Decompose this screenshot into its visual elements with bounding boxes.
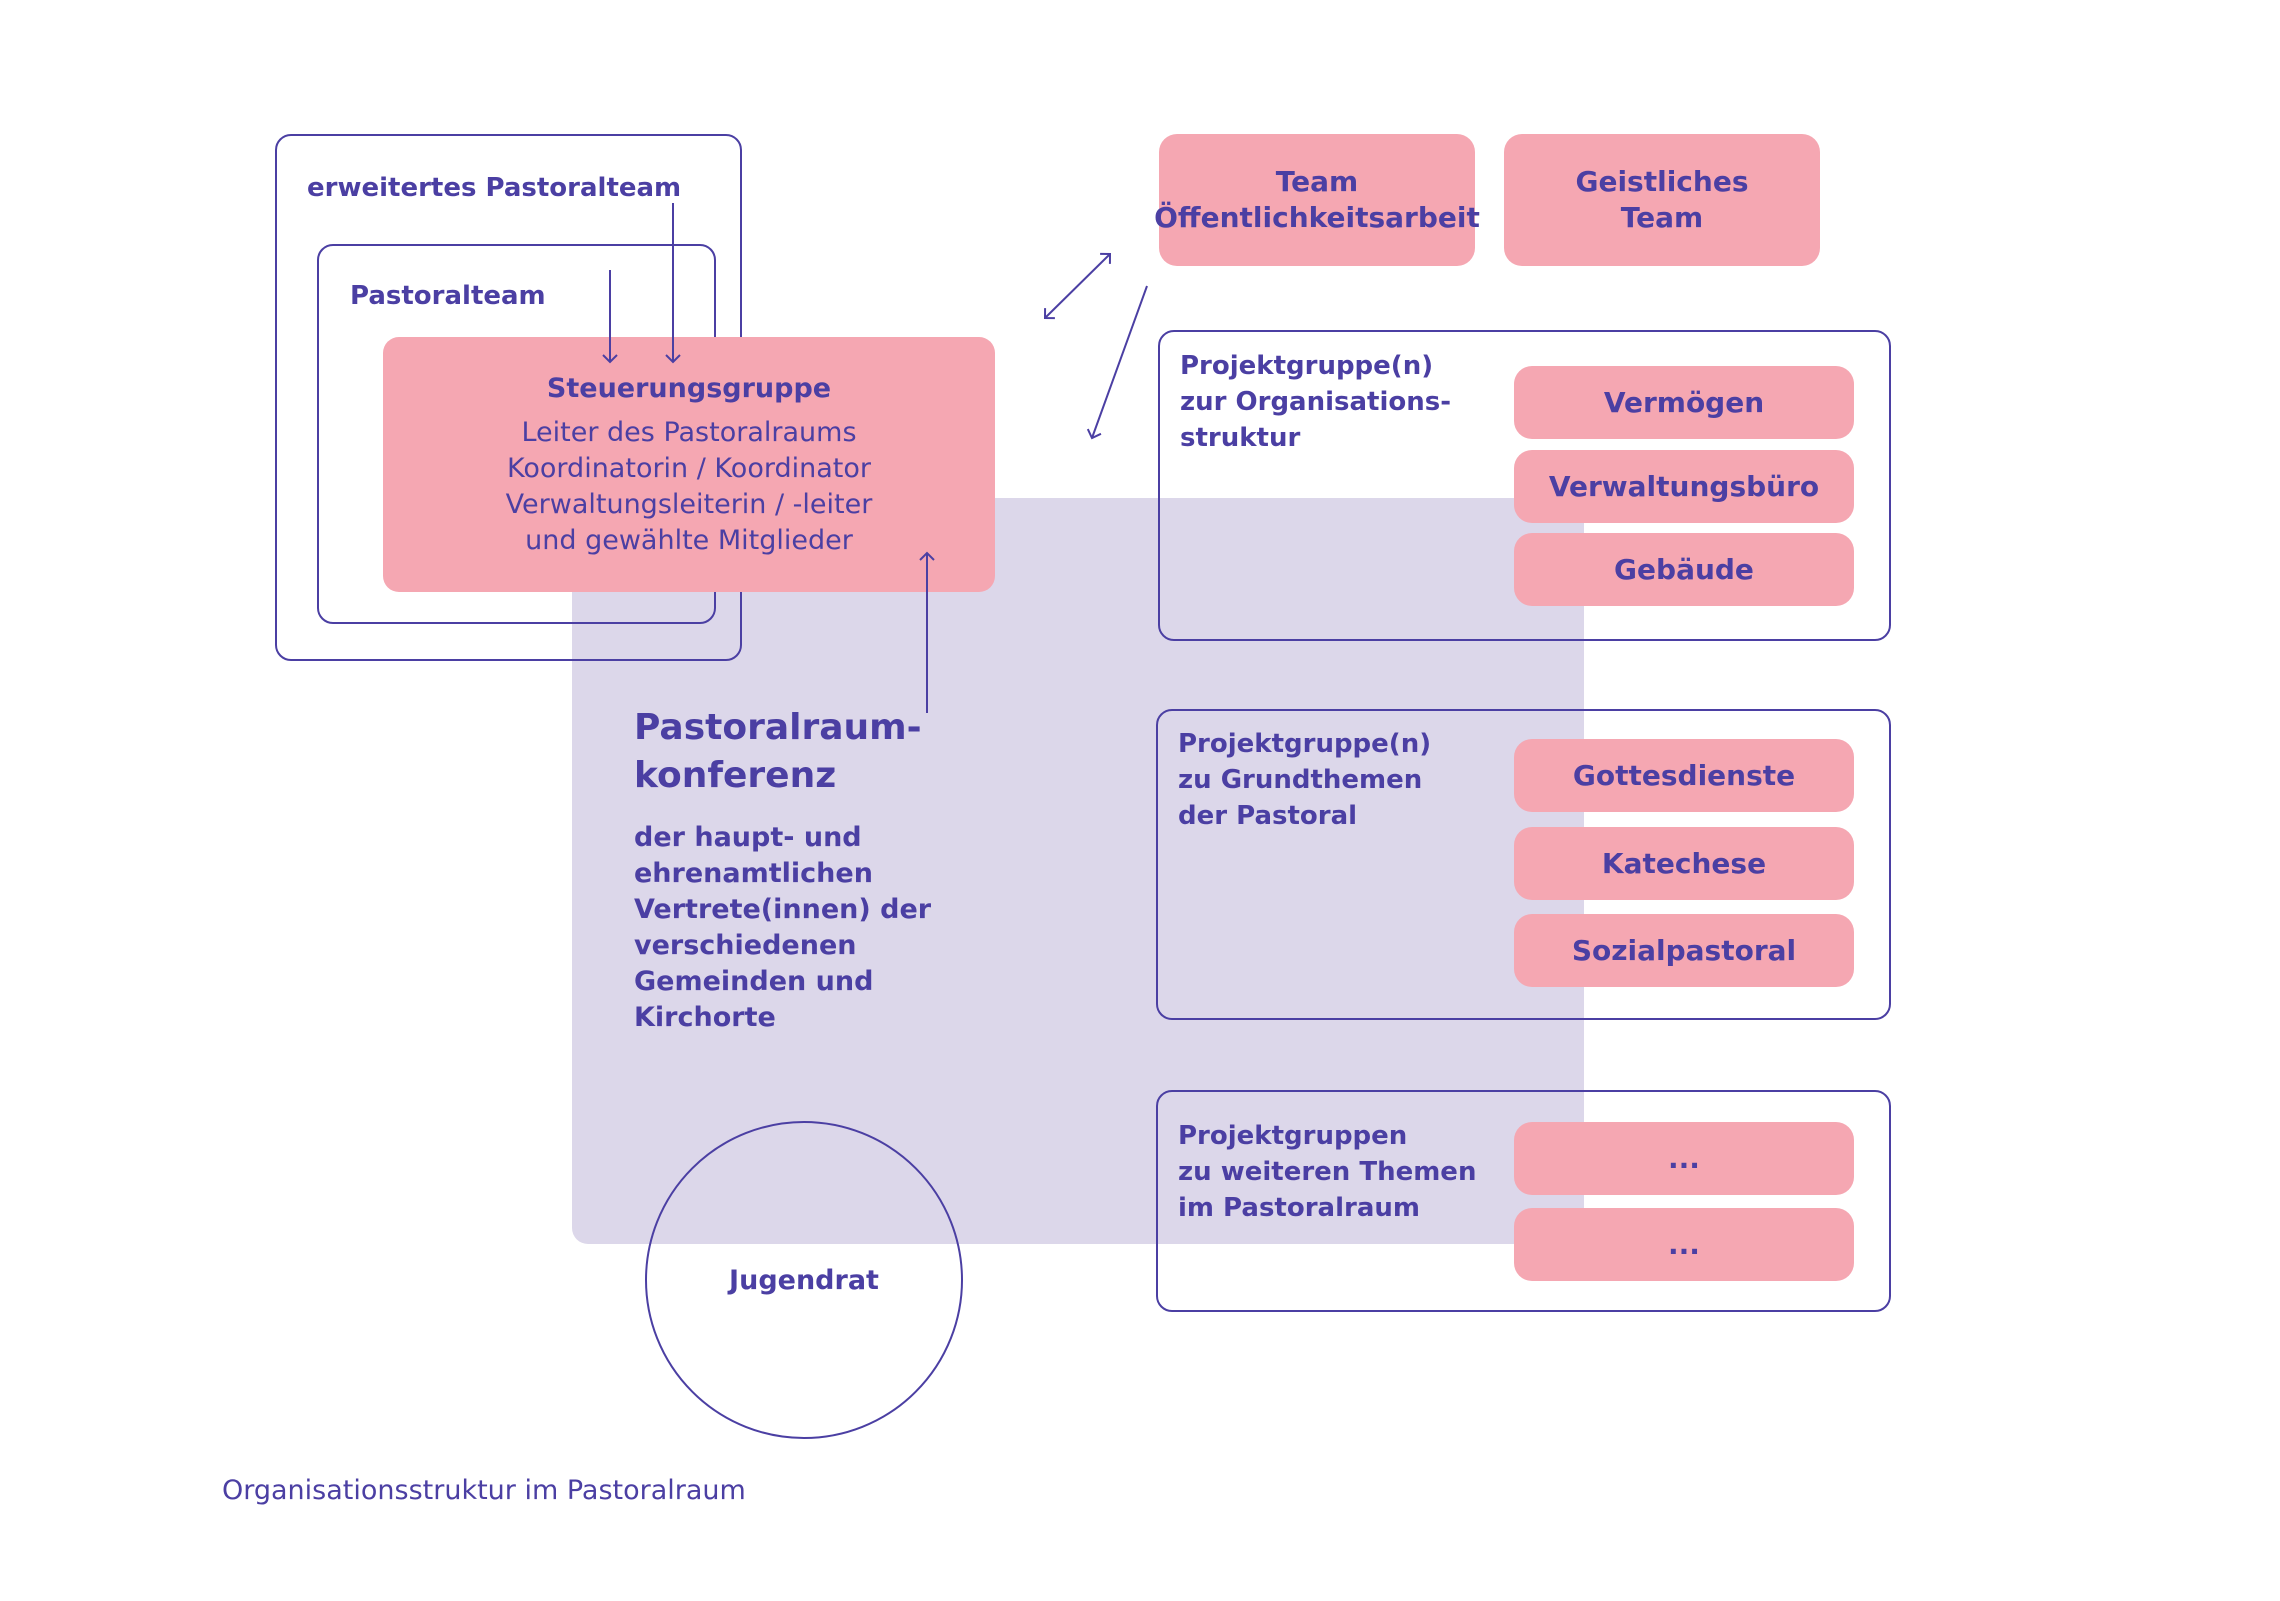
team-spiritual: Geistliches Team [1504,134,1820,266]
team-public-relations: Team Öffentlichkeitsarbeit [1154,134,1480,266]
steering-group-line: Verwaltungsleiterin / -leiter [505,489,873,520]
steering-group-line: Koordinatorin / Koordinator [507,453,871,484]
project-group-pastoral-label: Projektgruppe(n) zu Grundthemen der Past… [1178,729,1432,831]
arrow-to-steering-from-projects [1086,285,1148,440]
project-item: ... [1514,1122,1854,1195]
project-item: Katechese [1514,827,1854,900]
project-item: Sozialpastoral [1514,914,1854,987]
steering-group-line: Leiter des Pastoralraums [521,417,857,448]
conference-description: der haupt- und ehrenamtlichen Vertrete(i… [634,822,932,1033]
project-item-label: Verwaltungsbüro [1548,469,1820,503]
diagram-caption: Organisationsstruktur im Pastoralraum [222,1475,746,1506]
project-group-organisation-box [1158,330,1891,641]
steering-group-title: Steuerungsgruppe [546,373,832,404]
project-item-label: ... [1668,1141,1700,1175]
steering-group-box: Steuerungsgruppe Leiter des Pastoralraum… [383,337,995,592]
project-group-organisation-label: Projektgruppe(n) zur Organisations- stru… [1180,351,1452,453]
extended-pastoral-team-label: erweitertes Pastoralteam [307,173,682,203]
project-item-label: Sozialpastoral [1571,933,1797,967]
project-item: Gebäude [1514,533,1854,606]
project-item-label: ... [1668,1227,1700,1261]
project-group-further-box [1156,1090,1891,1312]
project-item: ... [1514,1208,1854,1281]
project-group-further-label: Projektgruppen zu weiteren Themen im Pas… [1178,1121,1477,1223]
pastoral-team-label: Pastoralteam [350,281,546,311]
conference-title: Pastoralraum- konferenz [634,707,922,796]
project-item-label: Gottesdienste [1572,758,1796,792]
youth-council-label: Jugendrat [729,1264,879,1296]
project-item-label: Vermögen [1603,385,1765,419]
youth-council-circle: Jugendrat [645,1121,963,1439]
steering-group-line: und gewählte Mitglieder [525,525,853,556]
project-item-label: Katechese [1601,846,1767,880]
project-item: Verwaltungsbüro [1514,450,1854,523]
project-item: Vermögen [1514,366,1854,439]
team-public-relations-label: Team Öffentlichkeitsarbeit [1154,165,1480,234]
project-group-pastoral-box [1156,709,1891,1020]
arrow-double-team-steering [1043,252,1112,320]
team-spiritual-label: Geistliches Team [1575,165,1749,234]
project-item-label: Gebäude [1614,552,1754,586]
project-item: Gottesdienste [1514,739,1854,812]
